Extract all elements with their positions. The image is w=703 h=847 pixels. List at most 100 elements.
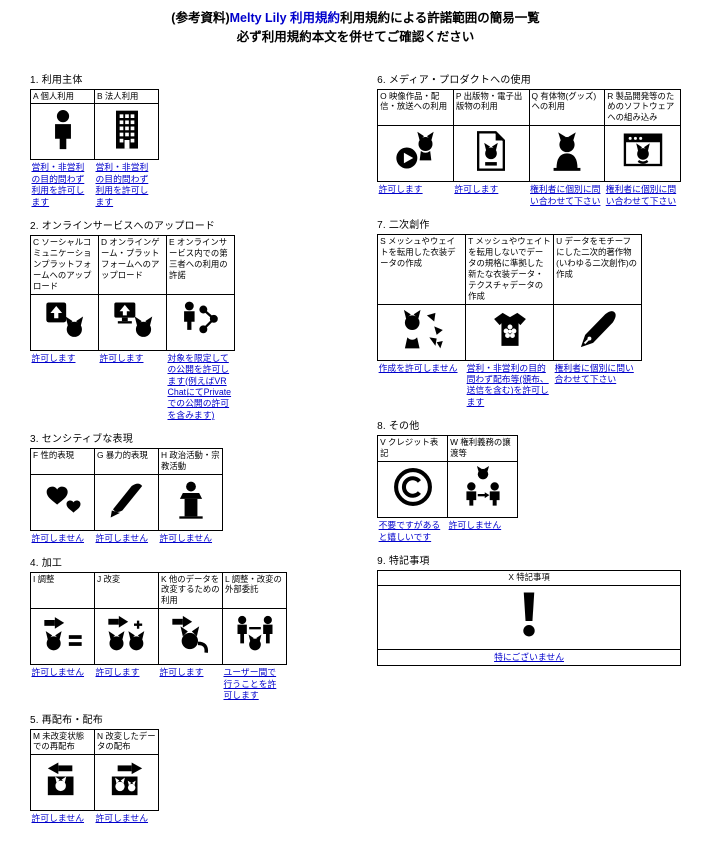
person-icon: [41, 107, 85, 151]
item-T-header: T メッシュやウェイトを転用しないでデータの規格に準拠した新たな衣装データ・テク…: [465, 234, 555, 305]
software-icon: [622, 130, 664, 172]
share-users-icon: [180, 299, 222, 341]
terms-link[interactable]: Melty Lily 利用規約: [229, 11, 341, 25]
item-B-result: 営利・非営利の目的問わず利用を許可します: [95, 162, 149, 207]
goods-icon: [546, 130, 588, 172]
item-F-result: 許可しません: [31, 533, 85, 544]
item-V-icon-cell: [377, 461, 449, 519]
item-I-result: 許可しません: [31, 667, 85, 678]
section-6-title: 6. メディア・プロダクトへの使用: [377, 74, 531, 86]
fanart-icon: [576, 308, 620, 352]
title-suffix: 利用規約による許諾範囲の簡易一覧: [340, 11, 540, 25]
item-P-result: 許可します: [454, 184, 499, 195]
item-M-result: 許可しません: [31, 813, 85, 824]
item-S-header: S メッシュやウェイトを転用した衣装データの作成: [377, 234, 467, 305]
item-J-header: J 改変: [94, 571, 159, 610]
modify-others-icon: [170, 613, 212, 655]
podium-icon: [170, 479, 212, 521]
item-C-header: C ソーシャルコミュニケーションプラットフォームへのアップロード: [30, 235, 99, 295]
copyright-icon: [392, 466, 434, 508]
item-B-header: B 法人利用: [94, 88, 159, 105]
upload-game-icon: [112, 299, 154, 341]
item-W-result: 許可しません: [448, 520, 502, 531]
item-L-header: L 調整・改変の外部委託: [222, 571, 287, 610]
item-M-icon-cell: [30, 754, 95, 812]
item-L-icon-cell: [222, 608, 287, 666]
item-P-icon-cell: [452, 125, 530, 183]
item-H-result: 許可しません: [159, 533, 213, 544]
item-I-header: I 調整: [30, 571, 95, 610]
item-X-header: X 特記事項: [377, 570, 681, 586]
item-T-result: 営利・非営利の目的問わず配布等(頒布、送信を含む)を許可します: [466, 362, 549, 407]
item-S-result: 作成を許可しません: [378, 362, 458, 373]
item-G-icon-cell: [94, 474, 159, 532]
item-O-result: 許可します: [378, 184, 423, 195]
item-V-header: V クレジット表記: [377, 435, 449, 463]
item-T-icon-cell: [465, 303, 555, 361]
exclamation-icon: [502, 588, 556, 642]
item-E-result: 対象を限定しての公開を許可します(例えばVRChatにてPrivateでの公開の…: [167, 352, 232, 420]
item-A-result: 営利・非営利の目的問わず利用を許可します: [31, 162, 85, 207]
item-N-header: N 改変したデータの配布: [94, 728, 159, 756]
item-O-header: O 映像作品・配信・放送への利用: [377, 88, 454, 127]
item-H-icon-cell: [158, 474, 223, 532]
building-icon: [105, 107, 149, 151]
knife-icon: [106, 479, 148, 521]
item-P-header: P 出版物・電子出版物の利用: [452, 88, 530, 127]
redistribute-icon: [42, 759, 84, 801]
item-O-icon-cell: [377, 125, 454, 183]
item-D-result: 許可します: [99, 352, 144, 363]
item-G-result: 許可しません: [95, 533, 149, 544]
item-X-result: 特にございません: [377, 648, 681, 667]
item-J-icon-cell: [94, 608, 159, 666]
item-E-icon-cell: [166, 293, 235, 351]
item-V-result: 不要ですがあると嬉しいです: [378, 520, 441, 542]
item-Q-header: Q 有体物(グッズ)への利用: [528, 88, 606, 127]
item-W-icon-cell: [447, 461, 519, 519]
section-4-title: 4. 加工: [30, 557, 63, 569]
section-3-title: 3. センシティブな表現: [30, 434, 133, 446]
item-A-header: A 個人利用: [30, 88, 95, 105]
publication-icon: [470, 130, 512, 172]
item-D-icon-cell: [98, 293, 167, 351]
costume-create-icon: [400, 308, 444, 352]
item-Q-result: 権利者に個別に問い合わせて下さい: [530, 184, 601, 206]
item-J-result: 許可します: [95, 667, 140, 678]
item-X-icon-cell: [377, 584, 681, 650]
video-icon: [394, 130, 436, 172]
item-R-header: R 製品開発等のためのソフトウェアへの組み込み: [604, 88, 681, 127]
item-U-icon-cell: [553, 303, 643, 361]
page-title: (参考資料)Melty Lily 利用規約利用規約による許諾範囲の簡易一覧: [30, 9, 681, 28]
item-R-result: 権利者に個別に問い合わせて下さい: [605, 184, 677, 206]
upload-social-icon: [44, 299, 86, 341]
outsource-icon: [234, 613, 276, 655]
hearts-icon: [42, 479, 84, 521]
item-A-icon-cell: [30, 103, 95, 161]
item-K-header: K 他のデータを改変するための利用: [158, 571, 223, 610]
section-9-table: X 特記事項特にございません: [377, 570, 681, 667]
distribute-modified-icon: [106, 759, 148, 801]
item-F-icon-cell: [30, 474, 95, 532]
section-8-title: 8. その他: [377, 421, 420, 433]
item-F-header: F 性的表現: [30, 448, 95, 476]
item-B-icon-cell: [94, 103, 159, 161]
section-9-title: 9. 特記事項: [377, 556, 430, 568]
item-K-result: 許可します: [159, 667, 204, 678]
item-D-header: D オンラインゲーム・プラットフォームへのアップロード: [98, 235, 167, 295]
adjust-icon: [42, 613, 84, 655]
